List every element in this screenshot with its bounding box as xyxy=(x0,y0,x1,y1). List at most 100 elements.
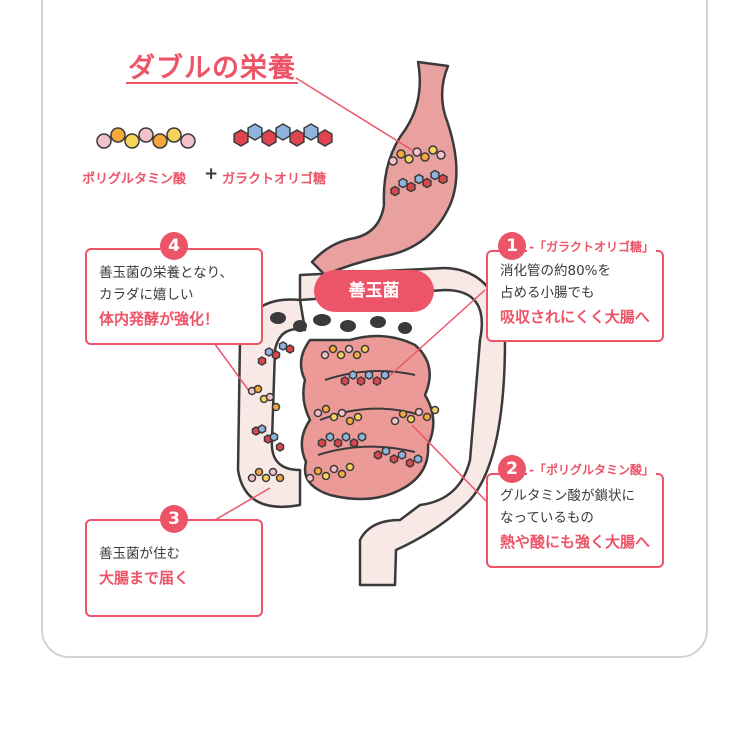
hex-unit xyxy=(405,458,415,468)
bead xyxy=(353,412,363,422)
info-box-4: 善玉菌の栄養となり、 カラダに嬉しい 体内発酵が強化！ xyxy=(85,248,263,345)
nutrient-molecules xyxy=(96,123,448,483)
info-box-2: グルタミン酸が鎖状に なっているもの 熱や酸にも強く大腸へ xyxy=(486,473,664,568)
box4-line1: 善玉菌の栄養となり、 xyxy=(99,265,234,281)
stomach xyxy=(310,60,458,277)
bead xyxy=(412,147,422,157)
step-number-1: 1 xyxy=(498,232,526,260)
hex-unit xyxy=(289,129,305,147)
step-number-3: 3 xyxy=(160,505,188,533)
hex-unit xyxy=(414,173,424,185)
bead xyxy=(247,473,257,483)
bead xyxy=(328,344,338,354)
hex-unit xyxy=(275,442,285,452)
bead xyxy=(345,416,355,426)
hex-unit xyxy=(413,454,423,464)
good-bacteria-bubble: 善玉菌 xyxy=(314,270,434,312)
bead xyxy=(360,344,370,354)
hex-unit xyxy=(372,376,382,386)
bead xyxy=(321,471,331,481)
bead xyxy=(313,408,323,418)
bead xyxy=(110,127,126,143)
bead xyxy=(96,133,112,149)
bead xyxy=(313,466,323,476)
bead xyxy=(414,407,424,417)
bead xyxy=(428,145,438,155)
hex-unit xyxy=(349,438,359,448)
hex-unit xyxy=(233,129,249,147)
hex-unit xyxy=(390,185,400,197)
box2-line2: なっているもの xyxy=(500,510,594,526)
bead xyxy=(336,350,346,360)
bead xyxy=(388,156,398,166)
hex-unit xyxy=(422,177,432,189)
dark-matter xyxy=(270,312,412,334)
legend-polyglutamic-acid: ポリグルタミン酸 xyxy=(82,172,187,187)
bead xyxy=(138,127,154,143)
box3-emphasis: 大腸まで届く xyxy=(99,569,190,587)
bead xyxy=(337,469,347,479)
hex-unit xyxy=(364,370,374,380)
hex-unit xyxy=(247,123,263,141)
bead xyxy=(275,473,285,483)
hex-unit xyxy=(397,450,407,460)
legend-galacto-oligosaccharide: ガラクトオリゴ糖 xyxy=(222,172,327,187)
bead xyxy=(352,350,362,360)
bead xyxy=(404,154,414,164)
bead xyxy=(261,473,271,483)
hex-unit xyxy=(389,454,399,464)
hex-unit xyxy=(285,344,295,354)
box1-line1: 消化管の約80%を xyxy=(500,263,612,279)
hex-unit xyxy=(406,181,416,193)
hex-unit xyxy=(356,376,366,386)
box2-line1: グルタミン酸が鎖状に xyxy=(500,488,635,504)
box4-line2: カラダに嬉しい xyxy=(99,287,194,303)
hex-unit xyxy=(340,376,350,386)
bead xyxy=(337,408,347,418)
hex-unit xyxy=(357,432,367,442)
bead xyxy=(344,344,354,354)
hex-unit xyxy=(278,341,288,351)
box1-line2: 占める小腸でも xyxy=(500,285,595,301)
hex-unit xyxy=(317,438,327,448)
hex-unit xyxy=(257,356,267,366)
box1-tag: -「ガラクトオリゴ糖」 xyxy=(527,238,656,255)
bead xyxy=(152,133,168,149)
hex-unit xyxy=(317,129,333,147)
bead xyxy=(436,150,446,160)
bead xyxy=(422,412,432,422)
box2-emphasis: 熱や酸にも強く大腸へ xyxy=(500,533,651,551)
box2-tag: -「ポリグルタミン酸」 xyxy=(527,461,656,478)
hex-unit xyxy=(303,123,319,141)
title-underline xyxy=(126,82,298,84)
bead xyxy=(166,127,182,143)
bead xyxy=(329,412,339,422)
bead xyxy=(398,409,408,419)
hex-unit xyxy=(275,123,291,141)
step-number-2: 2 xyxy=(498,455,526,483)
connector-lines xyxy=(211,77,491,521)
box4-emphasis: 体内発酵が強化！ xyxy=(99,310,220,328)
hex-unit xyxy=(264,347,274,357)
bead xyxy=(420,152,430,162)
bead xyxy=(390,416,400,426)
bead xyxy=(180,133,196,149)
bead xyxy=(430,405,440,415)
bead xyxy=(305,473,315,483)
hex-unit xyxy=(341,432,351,442)
bead xyxy=(329,464,339,474)
hex-unit xyxy=(325,432,335,442)
box1-emphasis: 吸収されにくく大腸へ xyxy=(500,308,650,326)
legend-plus: + xyxy=(204,164,219,184)
hex-unit xyxy=(438,173,448,185)
hex-unit xyxy=(373,450,383,460)
hex-unit xyxy=(381,446,391,456)
hex-unit xyxy=(398,177,408,189)
hex-unit xyxy=(257,424,267,434)
info-box-1: 消化管の約80%を 占める小腸でも 吸収されにくく大腸へ xyxy=(486,250,664,342)
hex-unit xyxy=(271,350,281,360)
hex-unit xyxy=(430,169,440,181)
bead xyxy=(253,384,263,394)
hex-unit xyxy=(380,370,390,380)
